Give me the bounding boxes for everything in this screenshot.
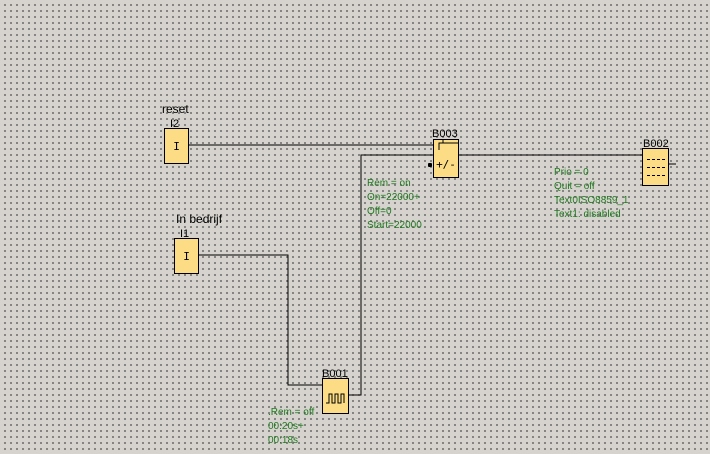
block-b001-param-on-time: 00:20s+: [268, 421, 304, 432]
pulse-generator-icon: [326, 393, 345, 404]
wire-i1-to-b001[interactable]: [199, 254, 322, 386]
block-b002[interactable]: [642, 148, 669, 186]
input-i2-title: reset: [162, 102, 189, 116]
block-b001-id: B001: [322, 368, 348, 380]
input-block-i2-symbol: I: [173, 139, 180, 153]
block-b002-param-text0: Text0ISO8859_1: [554, 195, 629, 206]
block-b003-param-off: Off=0: [367, 206, 392, 217]
message-line-1: [647, 159, 665, 160]
edge-trigger-icon: [438, 140, 458, 150]
block-b003-symbol: +/-: [436, 158, 456, 171]
block-b003-param-start: Start=22000: [367, 220, 422, 231]
block-b002-param-text1: Text1: disabled: [554, 209, 621, 220]
input-i1-title: In bedrijf: [176, 212, 223, 226]
message-line-3: [647, 175, 665, 176]
block-b001[interactable]: [322, 378, 349, 414]
input-block-i1-symbol: I: [183, 249, 190, 263]
block-b003[interactable]: +/-: [433, 139, 459, 178]
wire-b001-to-b003-cnt[interactable]: [349, 154, 433, 396]
input-block-i1[interactable]: I: [174, 238, 199, 274]
block-b002-param-prio: Prio = 0: [554, 167, 589, 178]
input-i1-id: I1: [180, 228, 190, 240]
block-b003-param-on: On=22000+: [367, 192, 420, 203]
block-b002-param-quit: Quit = off: [554, 181, 595, 192]
input-block-i2[interactable]: I: [164, 128, 189, 164]
block-b003-param-rem: Rem = on: [367, 178, 411, 189]
block-b001-param-rem: .Rem = off: [268, 407, 315, 418]
block-b003-id: B003: [432, 128, 458, 140]
message-line-2: [647, 167, 665, 168]
block-b001-param-off-time: 00:18s: [268, 435, 299, 446]
block-b002-id: B002: [643, 138, 669, 150]
block-b003-direction-pin[interactable]: [428, 163, 432, 167]
input-i2-id: I2: [170, 118, 180, 130]
